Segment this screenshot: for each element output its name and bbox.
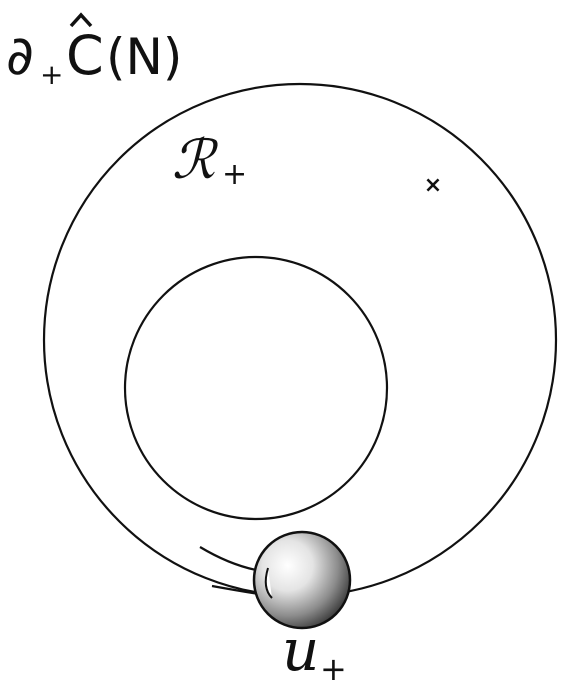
region-label: ℛ + — [172, 128, 247, 192]
inner-boundary-circle — [125, 257, 387, 519]
point-label-sub: + — [320, 650, 347, 688]
point-sphere — [254, 532, 350, 628]
boundary-label-c: C — [66, 24, 104, 87]
boundary-label-paren: (N) — [106, 28, 182, 86]
boundary-label: ∂ + C (N) — [6, 15, 182, 91]
point-label-base: u — [282, 616, 319, 684]
outer-boundary-circle — [44, 84, 556, 596]
boundary-label-base: ∂ — [6, 24, 34, 87]
region-label-sub: + — [222, 157, 247, 192]
point-label: u + — [282, 616, 347, 688]
x-marker: × — [424, 173, 442, 198]
boundary-label-sub: + — [40, 58, 63, 91]
region-label-base: ℛ — [172, 128, 219, 191]
